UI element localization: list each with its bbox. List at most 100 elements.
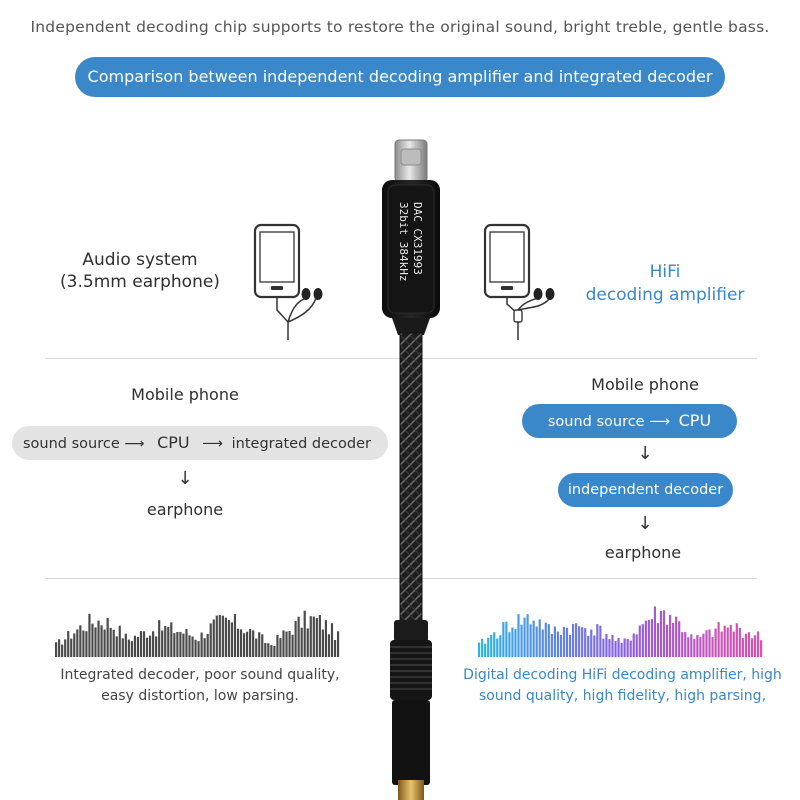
- waveform-bar: [130, 641, 133, 657]
- waveform-bar: [687, 637, 690, 657]
- waveform-colorful: [478, 606, 763, 657]
- waveform-bar: [94, 627, 97, 657]
- waveform-bar: [756, 631, 760, 657]
- waveform-bar: [478, 642, 481, 657]
- waveform-bar: [267, 643, 270, 657]
- dac-model-text: DAC CX31993: [411, 202, 424, 275]
- waveform-bar: [662, 610, 666, 657]
- waveform-bar: [608, 639, 611, 657]
- waveform-bar: [620, 642, 623, 657]
- waveform-bar: [291, 634, 294, 657]
- waveform-bar: [702, 633, 705, 657]
- waveform-bar: [593, 635, 596, 657]
- dac-cable-image: [382, 139, 440, 800]
- waveform-bar: [690, 634, 693, 657]
- waveform-bar: [88, 613, 91, 657]
- waveform-bar: [562, 626, 566, 657]
- right-flow-decoder: independent decoder: [558, 473, 733, 507]
- right-wave-caption: Digital decoding HiFi decoding amplifier…: [450, 665, 795, 707]
- waveform-bar: [121, 638, 124, 657]
- waveform-bar: [145, 637, 149, 657]
- waveform-bar: [617, 637, 620, 657]
- waveform-bar: [523, 617, 526, 657]
- waveform-bar: [218, 615, 221, 657]
- waveform-bar: [708, 629, 711, 657]
- waveform-bar: [209, 623, 212, 657]
- left-flow-cpu: CPU: [157, 433, 190, 452]
- waveform-bar: [587, 635, 590, 657]
- waveform-bar: [182, 633, 185, 657]
- waveform-bar: [170, 622, 173, 657]
- waveform-bar: [327, 634, 331, 657]
- waveform-bar: [529, 624, 532, 657]
- arrow-down-icon: ↓: [637, 513, 653, 534]
- waveform-bar: [176, 632, 179, 657]
- left-flow-end: earphone: [146, 500, 224, 519]
- waveform-bar: [720, 631, 723, 657]
- waveform-bar: [502, 622, 505, 657]
- waveform-bar: [717, 622, 720, 657]
- waveform-bar: [541, 629, 544, 657]
- right-flow-end: earphone: [604, 543, 682, 562]
- waveform-bar: [118, 625, 121, 657]
- waveform-bar: [638, 625, 641, 657]
- waveform-bar: [106, 618, 109, 657]
- waveform-bar: [599, 625, 602, 657]
- waveform-bar: [508, 632, 511, 657]
- waveform-bar: [626, 638, 629, 657]
- right-flow-cpu: CPU: [678, 411, 712, 430]
- waveform-bar: [249, 628, 252, 657]
- waveform-bar: [73, 633, 76, 657]
- waveform-bar: [596, 624, 599, 657]
- arrow-down-icon: ↓: [177, 468, 193, 489]
- waveform-bar: [161, 630, 164, 657]
- waveform-bar: [103, 629, 106, 657]
- waveform-bar: [644, 620, 647, 657]
- left-flow-source: sound source: [23, 436, 120, 452]
- left-wave-caption-line1: Integrated decoder, poor sound quality,: [60, 667, 340, 683]
- right-flow-source: sound source: [547, 414, 645, 430]
- arrow-right-icon: ⟶: [124, 436, 145, 452]
- waveform-bar: [635, 634, 638, 657]
- waveform-bar: [550, 633, 553, 657]
- waveform-bar: [547, 624, 550, 657]
- waveform-bar: [738, 627, 741, 657]
- waveform-bar: [659, 610, 663, 657]
- waveform-bar: [312, 616, 315, 657]
- earphones-icon: [301, 288, 323, 300]
- waveform-bar: [58, 639, 61, 657]
- left-system-title-line1: Audio system: [82, 250, 198, 270]
- tagline: Independent decoding chip supports to re…: [30, 18, 770, 36]
- waveform-bar: [575, 623, 578, 657]
- waveform-bar: [653, 606, 657, 657]
- waveform-bar: [741, 638, 744, 657]
- waveform-bar: [303, 610, 306, 657]
- comparison-banner: Comparison between independent decoding …: [75, 57, 725, 97]
- waveform-bar: [227, 620, 230, 657]
- waveform-bar: [224, 617, 227, 657]
- arrow-right-icon: ⟶: [649, 414, 671, 430]
- waveform-bar: [665, 624, 669, 657]
- waveform-bar: [602, 638, 605, 657]
- waveform-bar: [203, 638, 206, 657]
- arrow-right-icon: ⟶: [202, 436, 224, 452]
- left-system-title-line2: (3.5mm earphone): [60, 272, 220, 292]
- waveform-bar: [315, 618, 318, 657]
- waveform-bar: [167, 626, 170, 657]
- waveform-bar: [511, 627, 514, 657]
- waveform-bar: [684, 632, 687, 657]
- waveform-bar: [571, 624, 575, 657]
- waveform-bar: [279, 638, 282, 657]
- waveform-bar: [179, 631, 182, 657]
- waveform-bar: [324, 620, 328, 657]
- waveform-bar: [553, 626, 556, 657]
- waveform-bar: [306, 628, 309, 657]
- waveform-bar: [699, 637, 702, 657]
- waveform-bar: [82, 630, 85, 657]
- right-system-title-line2: decoding amplifier: [585, 285, 745, 305]
- waveform-bar: [747, 632, 751, 657]
- waveform-bar: [669, 614, 672, 657]
- waveform-bar: [255, 638, 258, 657]
- waveform-bar: [678, 621, 681, 657]
- left-phone-title: Mobile phone: [131, 385, 239, 404]
